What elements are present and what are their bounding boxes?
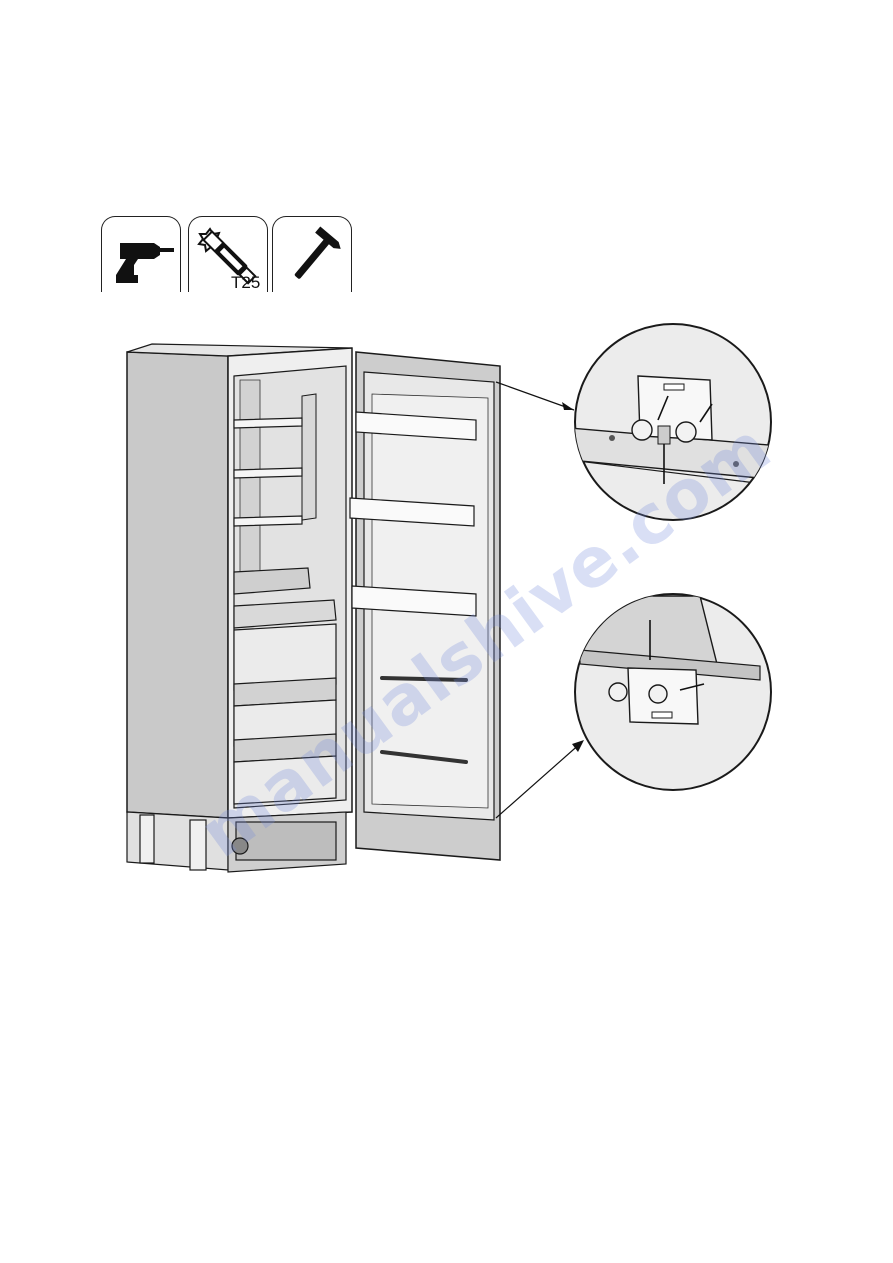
leader-line-top bbox=[496, 382, 574, 410]
cabinet-base bbox=[127, 812, 346, 872]
refrigerator-door bbox=[350, 352, 500, 860]
leader-line-bottom bbox=[496, 742, 582, 818]
bottom-hinge-detail bbox=[575, 594, 771, 790]
top-hinge-detail bbox=[570, 324, 780, 520]
